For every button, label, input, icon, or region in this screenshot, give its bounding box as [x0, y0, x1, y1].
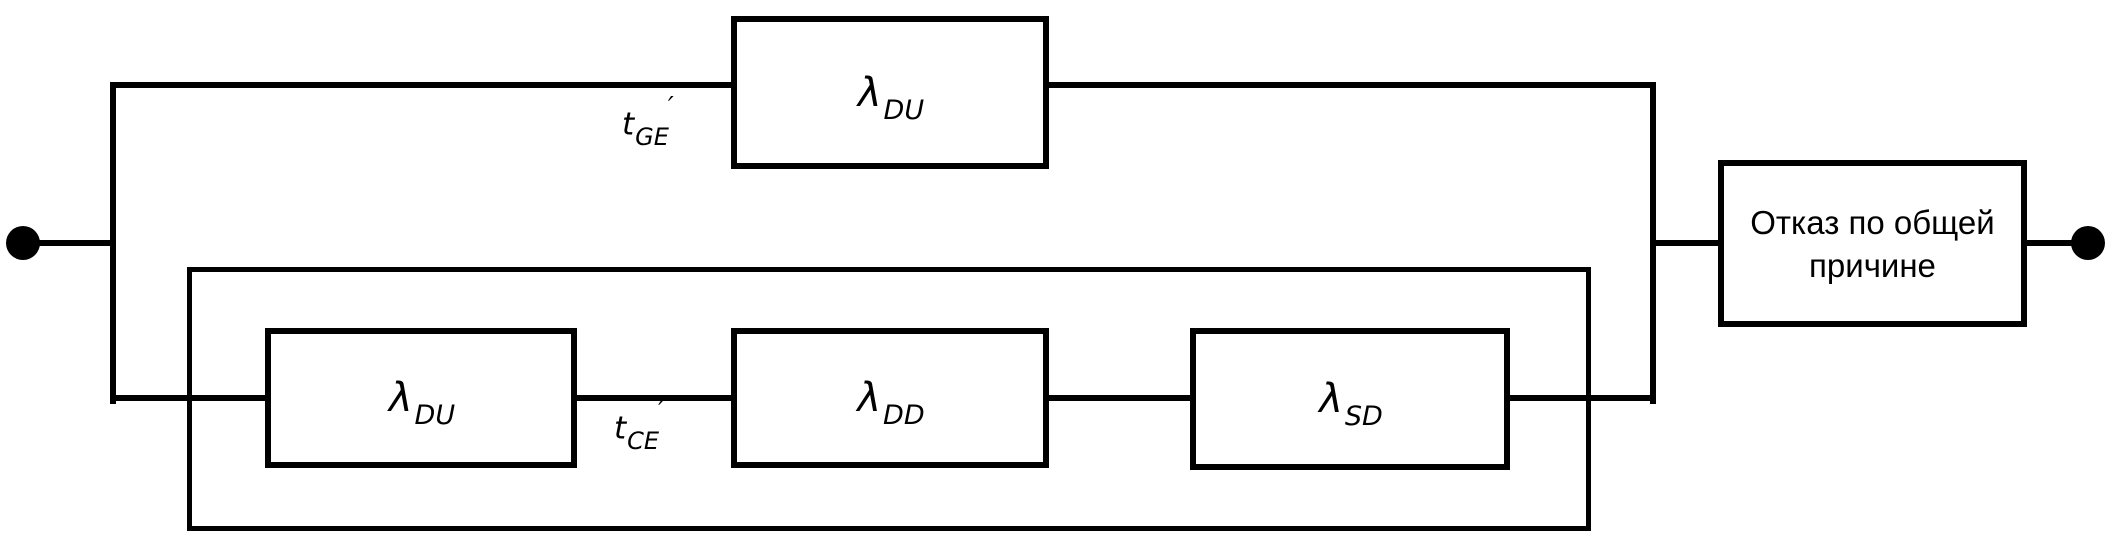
connector-start-line	[36, 240, 115, 246]
connector-left-vertical	[110, 82, 116, 404]
label-t-ge-prime: tGE′	[622, 92, 674, 152]
block-lambda-dd: λDD	[731, 328, 1049, 468]
block-common-cause-failure: Отказ по общей причине	[1718, 160, 2027, 327]
label-t-ce-prime: tCE′	[614, 396, 664, 456]
block-lambda-sd-label: λSD	[1319, 376, 1383, 432]
connector-series-2	[575, 395, 735, 401]
common-cause-line1: Отказ по общей	[1750, 203, 1995, 241]
connector-series-3	[1047, 395, 1194, 401]
start-terminal-node	[6, 226, 40, 260]
connector-end-line	[2025, 240, 2073, 246]
common-cause-line2: причине	[1809, 246, 1936, 284]
block-lambda-du-top-label: λDU	[857, 69, 925, 126]
connector-top-branch-left	[110, 82, 735, 88]
block-lambda-du-top: λDU	[731, 16, 1049, 169]
block-lambda-sd: λSD	[1190, 328, 1510, 470]
end-terminal-node	[2071, 226, 2105, 260]
block-lambda-du-inner: λDU	[265, 328, 577, 468]
connector-to-common-cause	[1650, 240, 1722, 246]
connector-series-4	[1508, 395, 1656, 401]
series-group-boundary	[187, 267, 1591, 531]
connector-top-branch-right	[1043, 82, 1656, 88]
block-lambda-dd-label: λDD	[857, 375, 925, 431]
block-lambda-du-inner-label: λDU	[388, 375, 456, 431]
common-cause-failure-label: Отказ по общей причине	[1750, 201, 1994, 287]
